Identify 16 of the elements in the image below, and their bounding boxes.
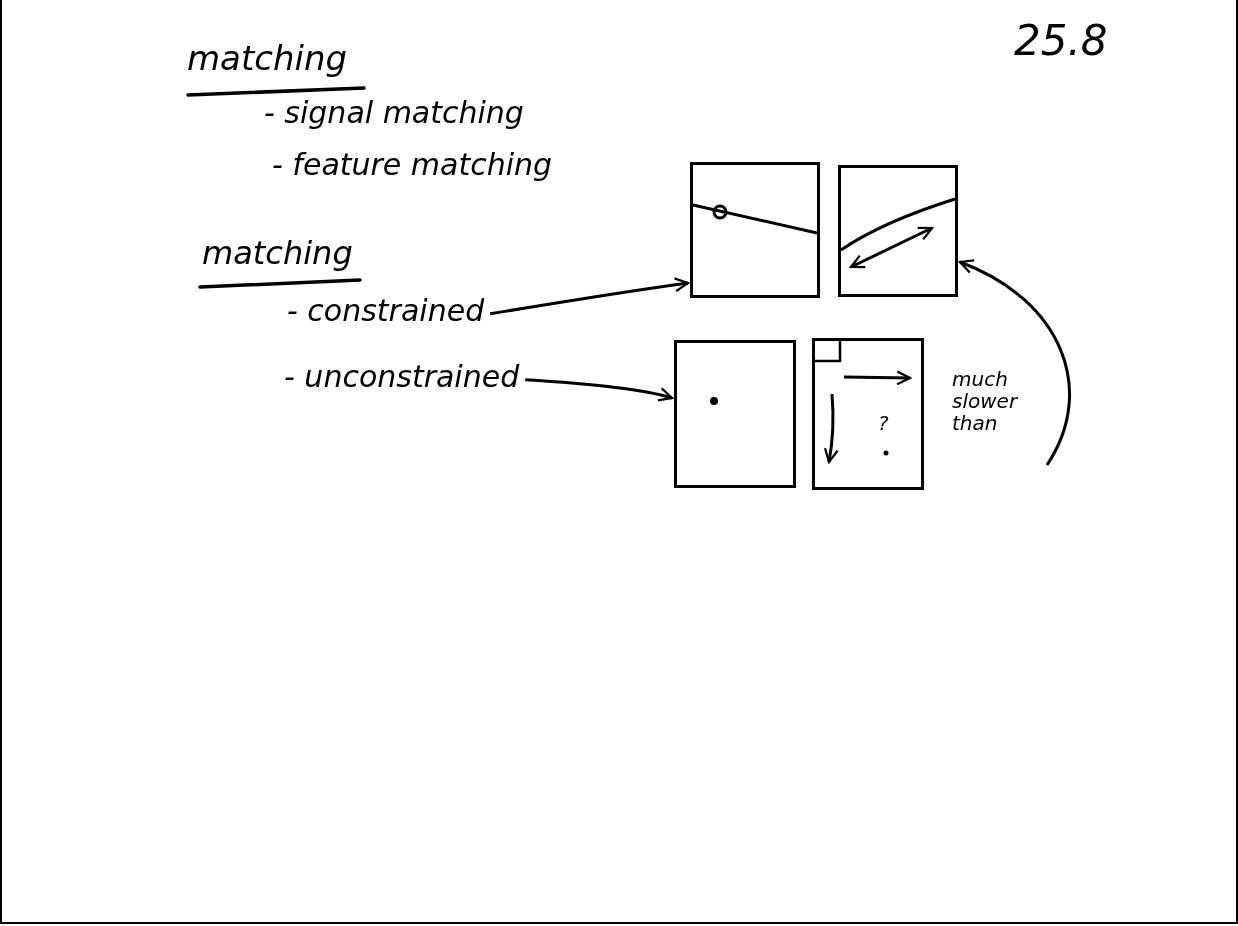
page-number: 25.8: [1014, 18, 1108, 65]
image-frame: [812, 338, 924, 490]
image-frame: [674, 340, 796, 488]
heading: matching: [187, 40, 348, 78]
heading: matching: [202, 236, 353, 272]
question-mark: ?: [878, 412, 889, 434]
arrow: [489, 277, 690, 316]
note-text: much slower than: [952, 368, 1032, 434]
image-frame: [838, 165, 958, 297]
arrow: [958, 260, 1071, 466]
arrow: [525, 378, 674, 402]
list-item: - feature matching: [272, 148, 553, 181]
image-frame: [690, 162, 820, 298]
list-item: - constrained: [287, 294, 485, 327]
list-item: - signal matching: [264, 96, 524, 129]
list-item: - unconstrained: [284, 360, 520, 393]
